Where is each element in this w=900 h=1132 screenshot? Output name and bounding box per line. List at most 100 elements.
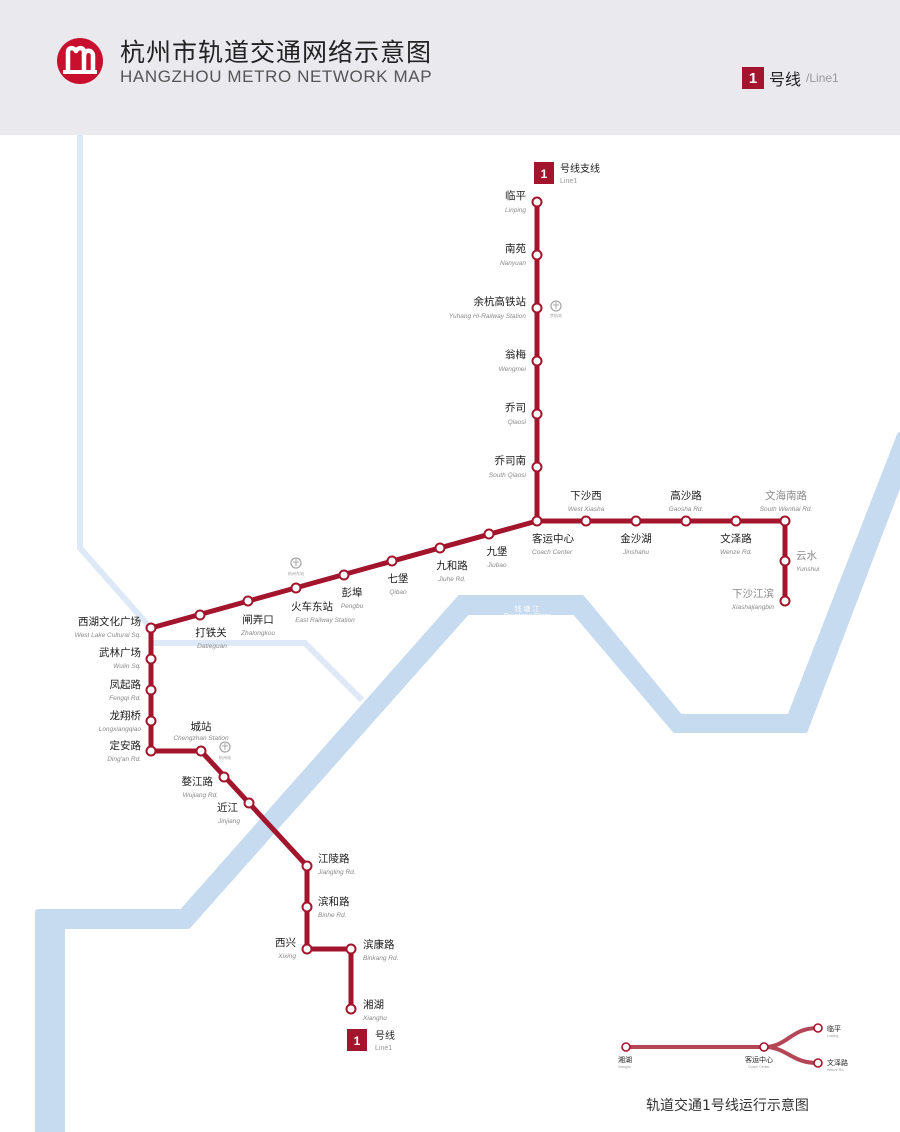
road-vertical — [77, 135, 151, 627]
station-marker — [531, 302, 543, 314]
station-name-en: Jinjiang — [217, 818, 240, 825]
station-name-en: West Lake Cultural Sq. — [75, 632, 142, 639]
station-name: 凤起路 — [110, 678, 142, 691]
branch-line-name-en: Line1 — [560, 178, 577, 185]
station-name: 龙翔桥 — [110, 709, 142, 722]
station-name-en: Pengbu — [341, 603, 364, 610]
station-name-en: Xixing — [277, 953, 296, 960]
station-name-en: Jinshahu — [622, 549, 649, 556]
station-xianghu[interactable]: 湘湖 Xianghu — [345, 998, 388, 1022]
railway-station-yuhang[interactable]: 余杭站 — [550, 300, 562, 318]
station-marker — [531, 515, 543, 527]
station-name: 婺江路 — [182, 775, 214, 788]
station-name: 南苑 — [505, 242, 526, 255]
line-number-badge: 1 — [742, 67, 764, 89]
railway-station-hangzhou[interactable]: 杭州站 — [219, 741, 231, 760]
station-name: 滨和路 — [318, 895, 350, 908]
station-jinjiang[interactable]: 近江 Jinjiang — [217, 797, 255, 826]
station-wenze-rd[interactable]: 文泽路 Wenze Rd. — [720, 515, 752, 557]
station-nanyuan[interactable]: 南苑 Nanyuan — [500, 242, 543, 267]
station-name-en: Wujiang Rd. — [183, 792, 219, 799]
station-pengbu[interactable]: 彭埠 Pengbu — [338, 569, 364, 611]
station-coach-center[interactable]: 客运中心 Coach Center — [531, 515, 574, 557]
station-linping[interactable]: 临平 Linping — [505, 189, 543, 214]
station-name-en: Linping — [505, 207, 526, 214]
station-marker — [580, 515, 592, 527]
branch-line-name: 号线支线 — [560, 162, 600, 175]
station-wujiang-rd[interactable]: 婺江路 Wujiang Rd. — [182, 771, 230, 800]
station-name: 临平 — [505, 189, 526, 202]
station-west-xiasha[interactable]: 下沙西 West Xiasha — [568, 490, 605, 527]
station-name: 下沙江滨 — [732, 587, 774, 600]
main-line-number-box — [347, 1029, 367, 1051]
station-name-en: Coach Center — [532, 549, 573, 556]
station-name: 金沙湖 — [620, 532, 652, 545]
station-qiaosi[interactable]: 乔司 Qiaosi — [505, 402, 543, 426]
station-name-en: South Wenhai Rd. — [760, 506, 813, 513]
station-name-en: Longxiangqiao — [99, 726, 142, 733]
station-binhe-rd[interactable]: 滨和路 Binhe Rd. — [301, 895, 350, 919]
station-name: 西兴 — [275, 937, 296, 949]
station-name-en: Jiubao — [486, 562, 507, 569]
station-name-en: Wulin Sq. — [113, 663, 141, 670]
station-jinshahu[interactable]: 金沙湖 Jinshahu — [620, 515, 652, 557]
station-xixing[interactable]: 西兴 Xixing — [275, 937, 313, 960]
railway-station-label: 杭州站 — [219, 754, 231, 760]
station-jiangling-rd[interactable]: 江陵路 Jiangling Rd. — [301, 852, 356, 876]
line-label: 号线 — [769, 70, 802, 89]
station-zhalongkou[interactable]: 闸弄口 Zhalongkou — [240, 595, 275, 638]
station-wulin-sq[interactable]: 武林广场 Wulin Sq. — [99, 646, 157, 670]
station-name-en: Binhe Rd. — [318, 912, 347, 919]
station-jiubao[interactable]: 九堡 Jiubao — [483, 528, 508, 570]
station-marker — [218, 771, 230, 783]
station-west-lake-cultural-sq[interactable]: 西湖文化广场 West Lake Cultural Sq. — [75, 615, 157, 639]
station-name-en: Zhalongkou — [240, 630, 275, 637]
station-east-railway[interactable]: 火车东站 East Railway Station — [290, 582, 355, 625]
station-yunshui[interactable]: 云水 Yunshui — [779, 550, 820, 573]
station-name-en: Ding'an Rd. — [107, 756, 141, 763]
station-datieguan[interactable]: 打铁关 Datieguan — [194, 609, 227, 651]
railway-station-hangzhou-east[interactable]: 杭州东站 — [288, 557, 304, 576]
station-name: 乔司南 — [495, 454, 527, 467]
station-name: 客运中心 — [532, 532, 574, 545]
qiantang-river — [35, 432, 900, 1132]
main-line-name: 号线 — [375, 1029, 395, 1042]
station-chengzhan[interactable]: 城站 Chengzhan Station — [173, 720, 229, 757]
station-marker — [145, 715, 157, 727]
station-marker — [630, 515, 642, 527]
station-wengmei[interactable]: 翁梅 Wengmei — [499, 348, 543, 373]
main-line-caption: 1 号线 Line1 — [347, 1029, 395, 1052]
inset-station-name: 临平 — [827, 1024, 841, 1033]
station-marker — [301, 943, 313, 955]
inset-station-marker — [813, 1023, 823, 1033]
station-jiuhe-rd[interactable]: 九和路 Jiuhe Rd. — [434, 542, 469, 584]
station-marker — [345, 1003, 357, 1015]
station-marker — [730, 515, 742, 527]
station-name-en: Xianghu — [362, 1015, 387, 1022]
map-title-en: HANGZHOU METRO NETWORK MAP — [120, 67, 433, 86]
station-marker — [243, 797, 255, 809]
station-gaosha-rd[interactable]: 高沙路 Gaosha Rd. — [669, 489, 704, 527]
station-name: 乔司 — [505, 402, 526, 414]
station-dingan-rd[interactable]: 定安路 Ding'an Rd. — [107, 739, 157, 763]
station-qibao[interactable]: 七堡 Qibao — [386, 555, 409, 597]
station-name-en: Yuhang Hi-Railway Station — [449, 313, 526, 320]
station-marker — [195, 745, 207, 757]
station-name: 城站 — [191, 720, 212, 733]
inset-station-name-en: Wenze Rd. — [827, 1068, 844, 1072]
station-longxiangqiao[interactable]: 龙翔桥 Longxiangqiao — [99, 709, 157, 733]
river-label-en: Qiantang River — [504, 613, 551, 620]
station-name: 湘湖 — [363, 998, 384, 1011]
station-binkang-rd[interactable]: 滨康路 Binkang Rd. — [345, 938, 399, 962]
station-name-en: East Railway Station — [295, 617, 355, 624]
station-south-wenhai-rd[interactable]: 文海南路 South Wenhai Rd. — [760, 489, 813, 527]
station-yuhang-hi-railway[interactable]: 余杭高铁站 Yuhang Hi-Railway Station — [449, 295, 543, 320]
station-south-qiaosi[interactable]: 乔司南 South Qiaosi — [489, 454, 543, 479]
station-name: 武林广场 — [99, 646, 141, 659]
inset-station-name: 文泽路 — [827, 1058, 848, 1067]
station-fengqi-rd[interactable]: 凤起路 Fengqi Rd. — [109, 678, 157, 702]
station-marker — [242, 595, 254, 607]
station-marker — [145, 622, 157, 634]
station-xiashajiangbin[interactable]: 下沙江滨 Xiashajiangbin — [731, 587, 791, 611]
